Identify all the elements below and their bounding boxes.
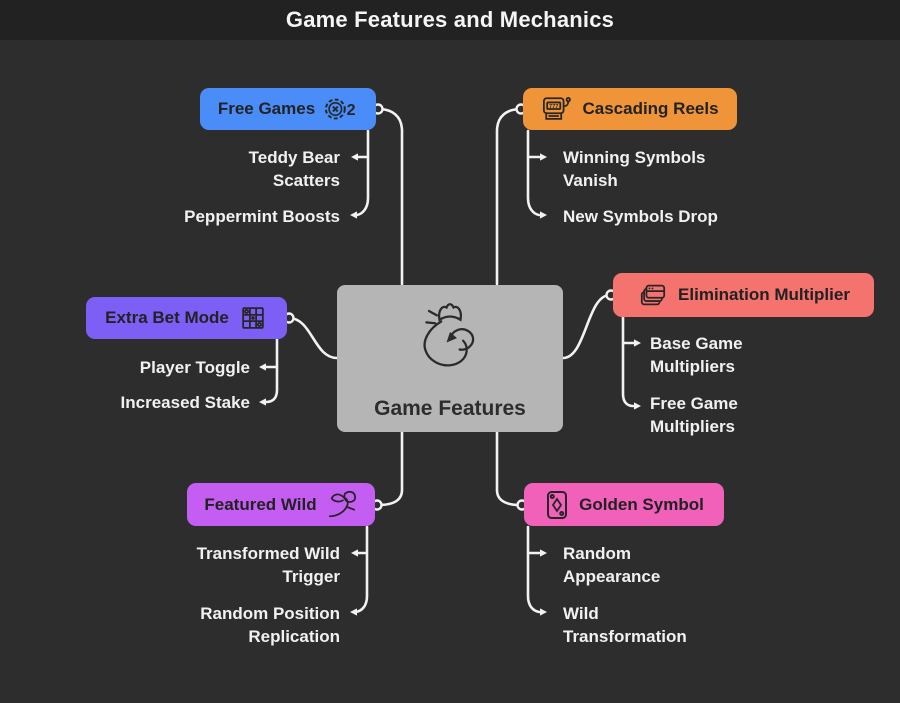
child-new-symbols-drop[interactable]: New Symbols Drop [563,207,718,226]
svg-text:2: 2 [347,101,356,119]
child-player-toggle[interactable]: Player Toggle [139,358,250,377]
page-title: Game Features and Mechanics [285,7,615,32]
connector-elimination-multiplier [561,293,612,360]
node-cascading-reels[interactable]: 777 Cascading Reels [523,88,737,130]
money-bag-refund-icon [406,297,494,387]
stacked-cards-icon [637,281,669,309]
node-elimination-multiplier[interactable]: Elimination Multiplier [613,273,874,317]
child-peppermint-boosts[interactable]: Peppermint Boosts [184,207,340,226]
connector-free-games [376,107,404,286]
node-elimination-multiplier-label: Elimination Multiplier [678,285,850,304]
spine-extra-bet-mode [264,337,279,404]
node-featured-wild[interactable]: Featured Wild [187,483,375,526]
hummingbird-icon [326,490,358,520]
node-game-features[interactable]: Game Features [337,285,563,432]
node-extra-bet-mode-label: Extra Bet Mode [105,308,229,327]
node-cascading-reels-label: Cascading Reels [582,99,719,118]
spine-free-games [355,129,370,217]
connector-cascading-reels [495,107,523,286]
slot-machine-icon: 777 [541,94,573,124]
node-extra-bet-mode[interactable]: Extra Bet Mode [86,297,287,339]
title-bar: Game Features and Mechanics [0,0,900,40]
playing-card-icon [544,489,570,521]
node-featured-wild-label: Featured Wild [204,494,317,514]
spine-featured-wild [354,525,369,614]
spine-golden-symbol [526,525,542,614]
node-golden-symbol[interactable]: Golden Symbol [524,483,724,526]
grid-tictactoe-icon [238,303,268,333]
connector-featured-wild [377,430,404,507]
child-increased-stake[interactable]: Increased Stake [120,393,250,412]
svg-text:777: 777 [550,104,559,110]
connector-extra-bet-mode [287,316,339,360]
spine-cascading-reels [526,129,541,217]
spine-elimination-multiplier [621,315,636,408]
node-game-features-label: Game Features [374,396,526,420]
connector-golden-symbol [495,430,522,507]
node-free-games-label: Free Games [217,99,316,118]
casino-chip-x2-icon: 2 [324,96,358,122]
node-golden-symbol-label: Golden Symbol [579,494,704,514]
node-free-games[interactable]: Free Games 2 [200,88,376,130]
